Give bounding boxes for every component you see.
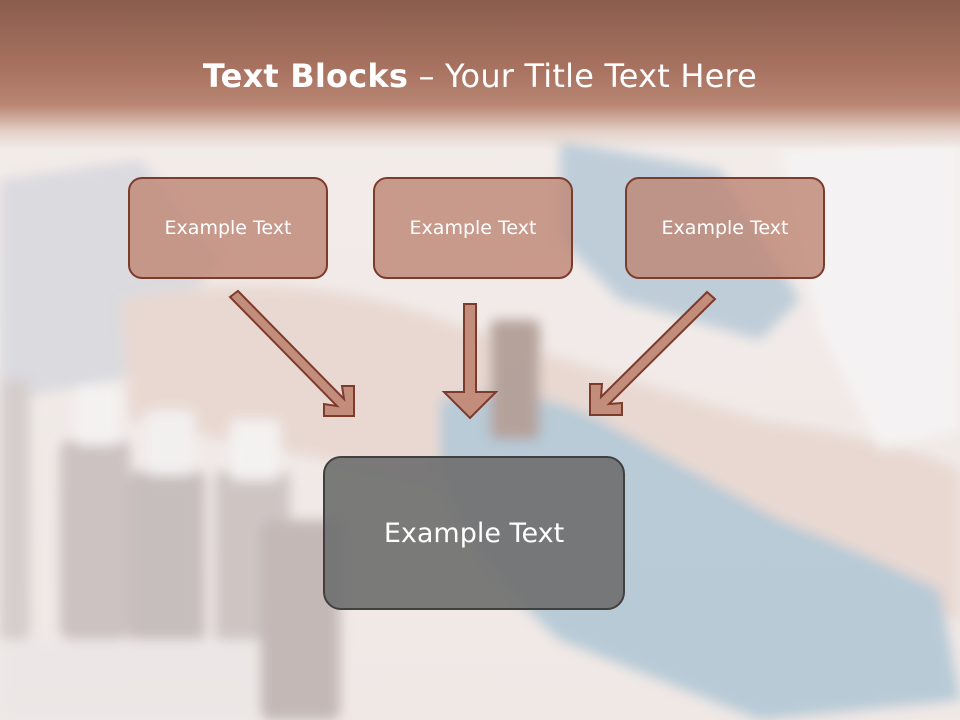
- arrow-left: [228, 289, 355, 417]
- arrow-center: [441, 303, 499, 420]
- text-block-3-label: Example Text: [661, 217, 789, 239]
- slide-title: Text Blocks – Your Title Text Here: [0, 54, 960, 98]
- text-block-2-label: Example Text: [409, 217, 537, 239]
- title-bar: [0, 0, 960, 150]
- title-rest-text: – Your Title Text Here: [408, 57, 758, 95]
- main-text-block[interactable]: Example Text: [323, 456, 625, 610]
- text-block-1[interactable]: Example Text: [128, 177, 328, 279]
- text-block-1-label: Example Text: [164, 217, 292, 239]
- text-block-2[interactable]: Example Text: [373, 177, 573, 279]
- text-block-3[interactable]: Example Text: [625, 177, 825, 279]
- main-text-block-label: Example Text: [383, 517, 565, 549]
- title-bold-text: Text Blocks: [202, 57, 409, 95]
- arrow-right: [589, 290, 717, 416]
